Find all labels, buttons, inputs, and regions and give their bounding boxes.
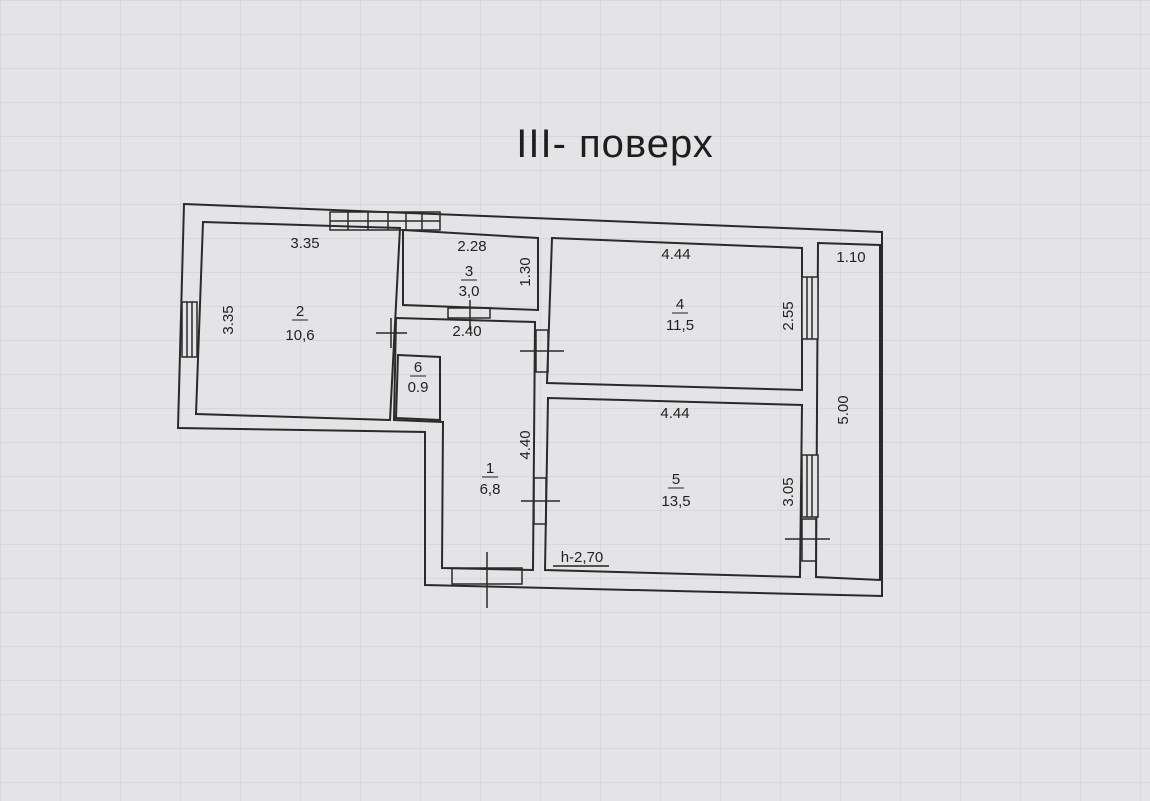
- room-1-outline: [392, 316, 537, 572]
- dim-room-2-width: 3.35: [290, 235, 319, 252]
- door-balcony: [785, 518, 830, 562]
- door-room-2: [376, 318, 407, 348]
- room-2-number: 2: [296, 303, 304, 320]
- door-room-3: [447, 300, 491, 330]
- room-5-number: 5: [672, 471, 680, 488]
- ceiling-height-label: h-2,70: [561, 549, 604, 566]
- room-1-number: 1: [486, 460, 494, 477]
- dim-room-3-width: 2.28: [457, 238, 486, 255]
- dim-room-4-height: 2.55: [780, 301, 797, 330]
- window-top: [329, 211, 441, 231]
- door-room-5: [521, 477, 560, 525]
- window-room-5: [801, 454, 819, 518]
- room-2-outline: [194, 220, 402, 422]
- dim-balcony-width: 1.10: [836, 249, 865, 266]
- room-3-number: 3: [465, 263, 473, 280]
- dim-room-2-height: 3.35: [220, 305, 237, 334]
- room-3-outline: [402, 228, 539, 312]
- room-6-number: 6: [414, 359, 422, 376]
- room-5-area: 13,5: [661, 493, 690, 510]
- floor-title: III- поверх: [516, 122, 714, 166]
- room-2-area: 10,6: [285, 327, 314, 344]
- dim-room-1-width: 2.40: [452, 323, 481, 340]
- dim-room-3-height: 1.30: [517, 257, 534, 286]
- window-room-4: [801, 276, 819, 340]
- room-4-area: 11,5: [666, 317, 694, 334]
- room-6-outline: [394, 353, 441, 422]
- dim-room-1-length: 4.40: [517, 430, 534, 459]
- dim-room-4-width: 4.44: [661, 246, 690, 263]
- room-3-area: 3,0: [459, 283, 480, 300]
- dim-room-5-width: 4.44: [660, 405, 689, 422]
- room-4-number: 4: [676, 296, 684, 313]
- door-entrance: [451, 552, 523, 608]
- dim-balcony-length: 5.00: [835, 395, 852, 424]
- window-left: [181, 301, 198, 358]
- room-6-area: 0.9: [408, 379, 429, 396]
- door-room-4: [520, 329, 564, 373]
- outer-wall: [176, 202, 883, 598]
- dim-room-5-height: 3.05: [780, 477, 797, 506]
- room-1-area: 6,8: [480, 481, 501, 498]
